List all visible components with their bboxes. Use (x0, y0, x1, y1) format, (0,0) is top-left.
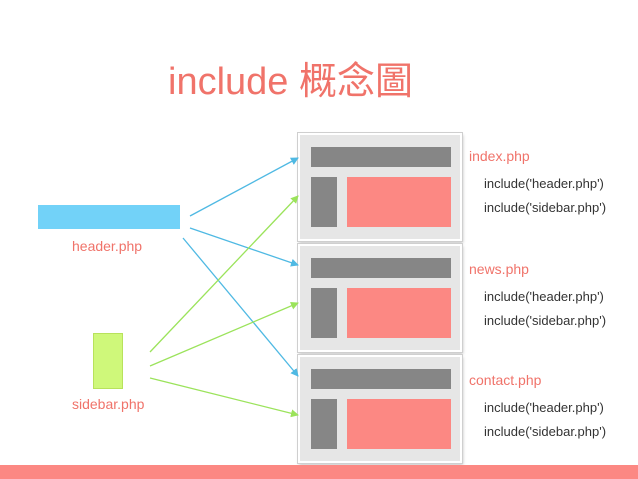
page-sidebar-region (311, 399, 337, 449)
arrow-sidebar-to-contact (149, 377, 299, 418)
include-line: include('sidebar.php') (484, 424, 607, 439)
page-sidebar-region (311, 177, 337, 227)
file-name-contact: contact.php (469, 372, 542, 388)
page-title: include 概念圖 (168, 61, 413, 103)
page-content-region (347, 288, 451, 338)
include-line: include('header.php') (484, 400, 604, 415)
arrow-sidebar-to-index (149, 195, 299, 353)
header-php-label: header.php (72, 238, 143, 254)
page-thumbnail-index (297, 132, 463, 242)
page-sidebar-region (311, 288, 337, 338)
footer-bar (0, 465, 638, 479)
include-line: include('sidebar.php') (484, 200, 607, 215)
page-content-region (347, 399, 451, 449)
file-name-news: news.php (469, 261, 529, 277)
sidebar-php-block (93, 333, 123, 389)
page-thumbnail-news (297, 243, 463, 353)
sidebar-php-label: sidebar.php (72, 396, 145, 412)
arrow-header-to-contact (182, 237, 299, 377)
page-thumbnail-contact (297, 354, 463, 464)
page-header-region (311, 147, 451, 167)
arrow-sidebar-to-news (149, 302, 299, 367)
page-header-region (311, 369, 451, 389)
file-name-index: index.php (469, 148, 530, 164)
arrow-header-to-news (189, 227, 299, 267)
header-php-block (38, 205, 180, 229)
page-content-region (347, 177, 451, 227)
arrow-header-to-index (189, 157, 299, 217)
page-header-region (311, 258, 451, 278)
include-line: include('header.php') (484, 176, 604, 191)
include-line: include('header.php') (484, 289, 604, 304)
include-line: include('sidebar.php') (484, 313, 607, 328)
